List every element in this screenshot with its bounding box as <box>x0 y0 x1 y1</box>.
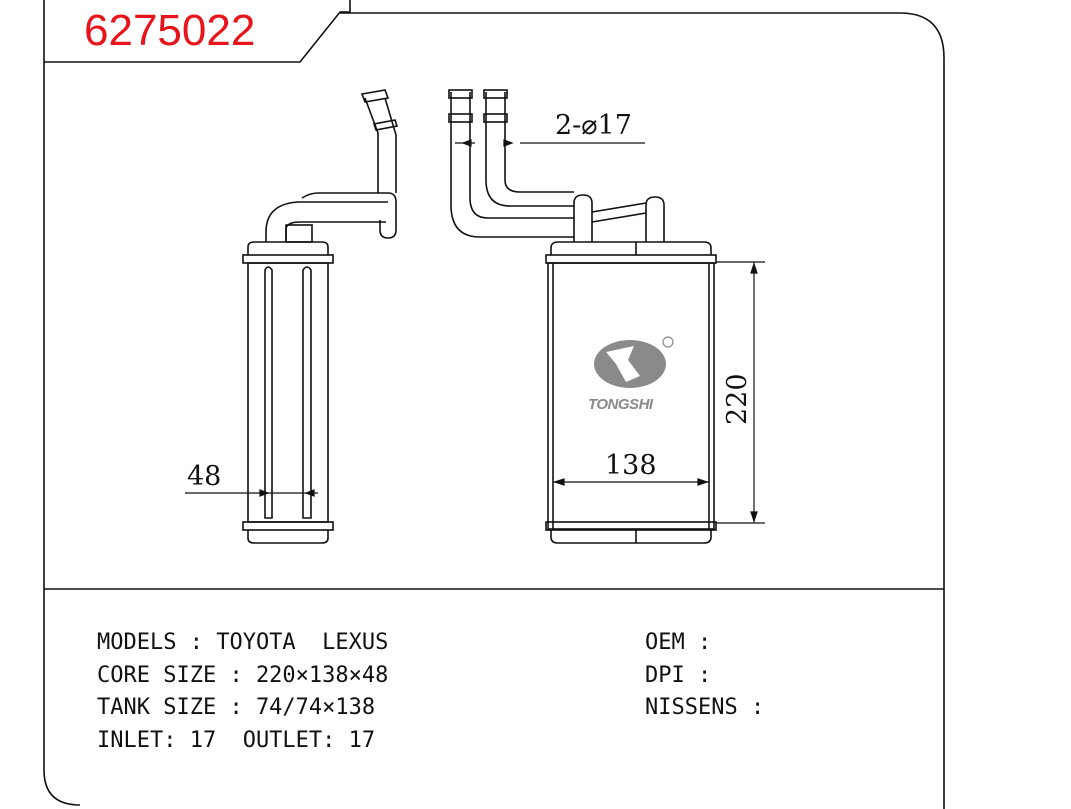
oem-spec: OEM : <box>645 630 712 655</box>
specs-left: MODELS : TOYOTA LEXUS CORE SIZE : 220×138… <box>97 627 388 757</box>
tongshi-logo <box>594 336 674 388</box>
height-dimension: 220 <box>722 373 753 425</box>
heater-side-view <box>242 89 399 544</box>
dimension-lines <box>185 139 765 524</box>
logo-brand: TONGSHI <box>588 396 653 413</box>
inlet-outlet-spec: INLET: 17 OUTLET: 17 <box>97 727 376 753</box>
pipe-diameter-label: 2-⌀17 <box>555 110 632 141</box>
depth-dimension: 48 <box>187 461 222 492</box>
tank-size-spec: TANK SIZE : 74/74×138 <box>97 695 376 720</box>
part-number: 6275022 <box>84 6 256 55</box>
models-spec: MODELS : TOYOTA LEXUS <box>97 630 389 655</box>
dpi-spec: DPI : <box>645 662 712 688</box>
heater-front-view <box>448 89 717 544</box>
nissens-spec: NISSENS : <box>645 695 765 720</box>
width-dimension: 138 <box>605 450 657 481</box>
frame <box>43 0 945 809</box>
specs-right: OEM : DPI : NISSENS : <box>645 627 764 725</box>
core-size-spec: CORE SIZE : 220×138×48 <box>97 662 389 688</box>
